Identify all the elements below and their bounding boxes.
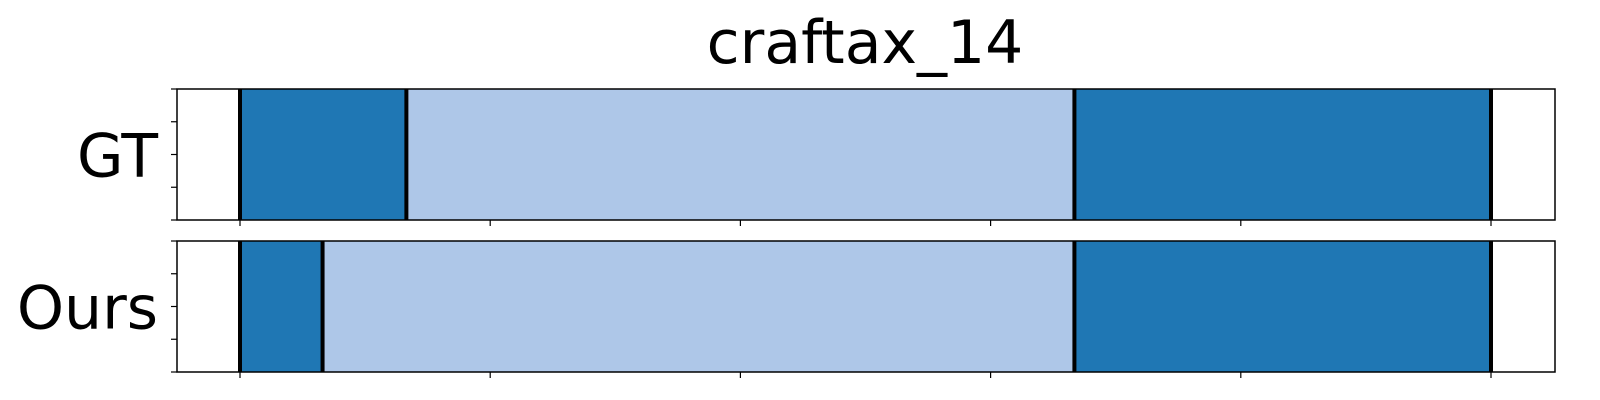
segment-gt-1 <box>406 89 1075 220</box>
row-label-gt: GT <box>77 122 158 192</box>
segment-ours-1 <box>322 241 1075 372</box>
chart-title: craftax_14 <box>707 8 1024 78</box>
segment-ours-2 <box>1074 241 1491 372</box>
segment-gt-2 <box>1074 89 1491 220</box>
segment-gt-0 <box>240 89 407 220</box>
segment-ours-0 <box>240 241 323 372</box>
timeline-row-gt: GT <box>77 88 1556 226</box>
timeline-row-ours: Ours <box>17 240 1556 378</box>
row-label-ours: Ours <box>17 274 158 344</box>
timeline-rows: GT Ours <box>17 88 1556 378</box>
